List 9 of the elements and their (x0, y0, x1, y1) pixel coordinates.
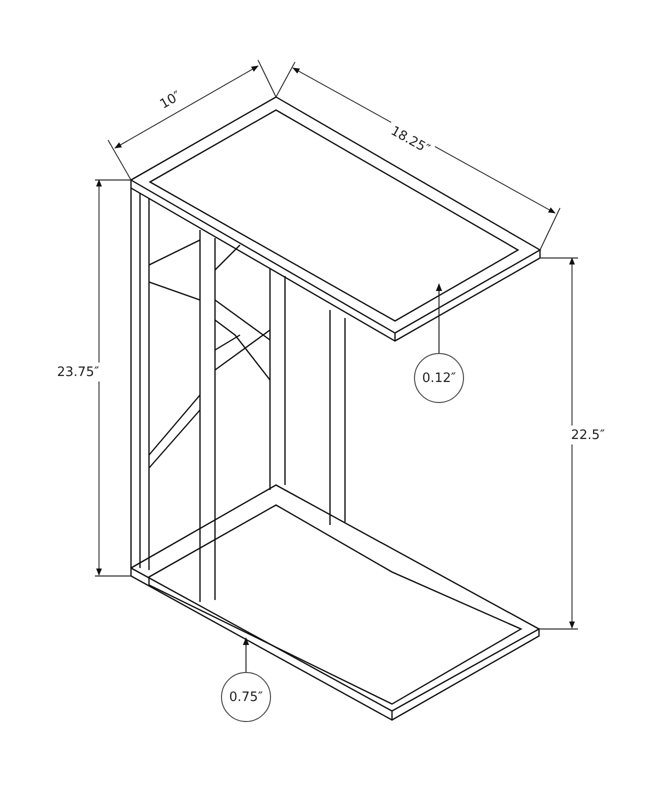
callout-circle (414, 353, 464, 403)
leader-line (242, 637, 250, 672)
dimension-label: 22.5″ (571, 428, 605, 442)
leader-line (436, 283, 442, 354)
dimension-label: 10″ (157, 88, 184, 112)
callout-circle (221, 672, 271, 722)
dimension-value: 0.12″ (422, 370, 456, 386)
dimension-label: 23.75″ (57, 364, 100, 380)
dimension-value: 0.75″ (229, 690, 263, 704)
